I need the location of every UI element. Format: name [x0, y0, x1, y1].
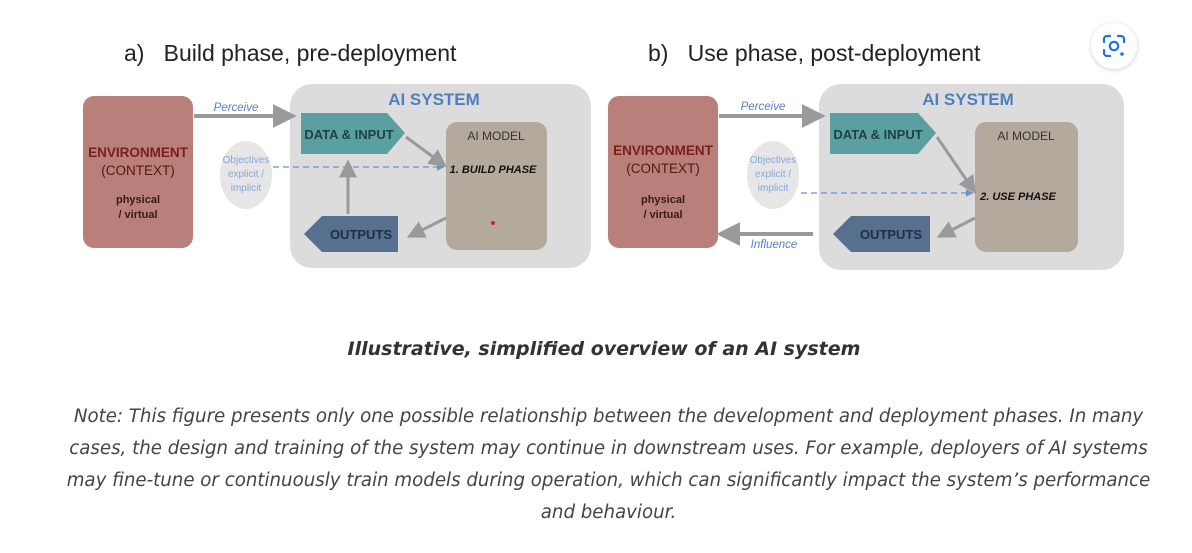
objectives-ellipse [220, 141, 272, 209]
ai-system-diagram: a) Build phase, pre-deployment AI SYSTEM… [83, 40, 1124, 270]
data-input-box [301, 113, 405, 154]
panel-use-phase: b) Use phase, post-deployment AI SYSTEM … [608, 40, 1124, 270]
environment-box [608, 96, 718, 248]
panel-build-phase: a) Build phase, pre-deployment AI SYSTEM… [83, 40, 591, 268]
figure-caption: Illustrative, simplified overview of an … [347, 338, 861, 360]
environment-subtitle: (CONTEXT) [101, 163, 175, 178]
ai-system-title: AI SYSTEM [922, 90, 1014, 109]
environment-box [83, 96, 193, 248]
ai-model-box [446, 122, 547, 250]
ai-system-title: AI SYSTEM [388, 90, 480, 109]
image-search-button[interactable] [1091, 23, 1137, 69]
objectives-explicit: explicit / [755, 169, 791, 180]
objectives-explicit: explicit / [228, 169, 264, 180]
outputs-label: OUTPUTS [860, 227, 922, 242]
environment-title: ENVIRONMENT [88, 145, 189, 160]
red-dot-marker [491, 221, 495, 225]
objectives-label: Objectives [223, 155, 270, 166]
panel-b-heading: b) Use phase, post-deployment [648, 40, 981, 66]
data-input-label: DATA & INPUT [833, 127, 922, 142]
outputs-box [833, 216, 930, 252]
data-to-model-arrow [405, 135, 447, 168]
lens-search-icon [1102, 34, 1126, 58]
outputs-box [304, 216, 398, 252]
environment-title: ENVIRONMENT [613, 143, 714, 158]
ai-model-label: AI MODEL [997, 129, 1055, 143]
environment-physical: physical [116, 194, 160, 206]
outputs-label: OUTPUTS [330, 227, 392, 242]
model-to-outputs-arrow [936, 216, 976, 238]
ai-system-figure: a) Build phase, pre-deployment AI SYSTEM… [66, 10, 1136, 290]
perceive-label: Perceive [214, 102, 259, 114]
data-to-model-arrow [935, 136, 977, 194]
objectives-label: Objectives [750, 155, 797, 166]
objectives-implicit: implicit [758, 183, 789, 194]
environment-virtual: / virtual [643, 209, 682, 221]
data-input-box [830, 113, 936, 154]
objectives-implicit: implicit [231, 183, 262, 194]
environment-virtual: / virtual [118, 209, 157, 221]
influence-label: Influence [751, 239, 798, 251]
build-phase-label: 1. BUILD PHASE [450, 164, 537, 176]
ai-model-label: AI MODEL [467, 129, 525, 143]
figure-note: Note: This figure presents only one poss… [66, 406, 1151, 523]
data-input-label: DATA & INPUT [304, 127, 393, 142]
ai-model-box [975, 122, 1078, 252]
objectives-ellipse [747, 141, 799, 209]
environment-subtitle: (CONTEXT) [626, 161, 700, 176]
perceive-label: Perceive [741, 101, 786, 113]
use-phase-label: 2. USE PHASE [979, 191, 1056, 203]
model-to-outputs-arrow [406, 216, 447, 238]
panel-a-heading: a) Build phase, pre-deployment [124, 40, 457, 66]
environment-physical: physical [641, 194, 685, 206]
